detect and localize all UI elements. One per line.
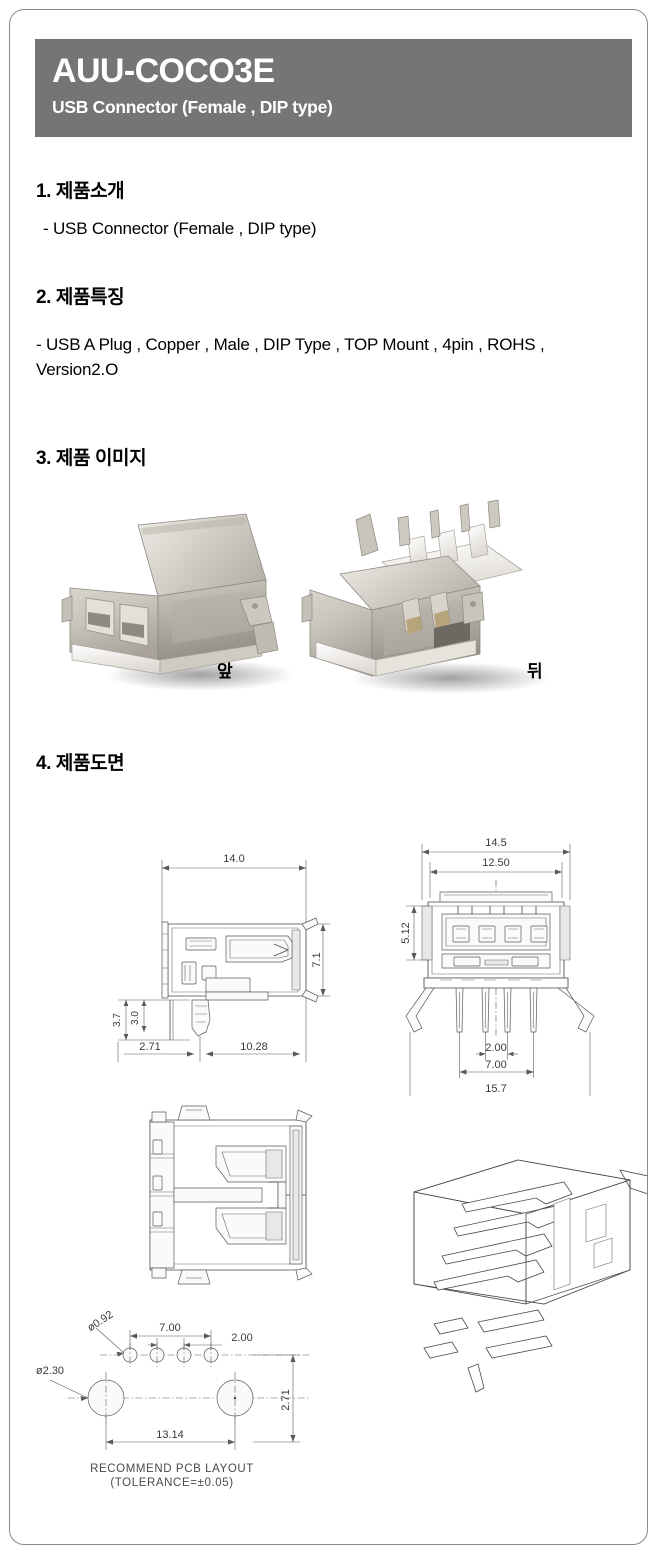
dim-pcb-row-offset: 2.71 (280, 1389, 292, 1410)
section-3-heading: 3. 제품 이미지 (36, 448, 147, 469)
pcb-caption-line-2: (TOLERANCE=±0.05) (110, 1477, 233, 1489)
dim-front-width: 14.5 (485, 837, 506, 849)
drawing-top-view (149, 1105, 313, 1285)
product-photo-back (301, 499, 550, 694)
dim-pcb-pitch: 2.00 (231, 1332, 252, 1344)
section-4-heading: 4. 제품도면 (36, 753, 125, 774)
dim-front-overall: 15.7 (485, 1083, 506, 1095)
drawing-area: 14.0 7.1 (10, 810, 647, 1510)
dim-pcb-hole-large: ø2.30 (36, 1365, 64, 1377)
header-banner: AUU-COCO3E USB Connector (Female , DIP t… (35, 39, 632, 137)
dim-front-inner-width: 12.50 (482, 857, 510, 869)
pcb-caption-line-1: RECOMMEND PCB LAYOUT (90, 1463, 254, 1475)
photo-label-front: 앞 (217, 662, 233, 681)
dim-front-pitch: 2.00 (485, 1042, 506, 1054)
part-number-title: AUU-COCO3E (52, 52, 275, 90)
part-subtitle: USB Connector (Female , DIP type) (52, 97, 333, 117)
dim-pcb-span: 7.00 (159, 1322, 180, 1334)
datasheet-page: AUU-COCO3E USB Connector (Female , DIP t… (9, 9, 648, 1545)
product-photo-front (61, 513, 295, 691)
section-2-features: - USB A Plug , Copper , Male , DIP Type … (36, 335, 545, 379)
dim-side-height: 7.1 (311, 952, 323, 967)
dim-side-body-length: 10.28 (240, 1041, 268, 1053)
drawing-isometric-view (413, 1159, 647, 1393)
drawing-pcb-layout: 7.00 2.00 ø0.92 ø2.30 (36, 1309, 310, 1489)
dim-pcb-hole-small: ø0.92 (85, 1309, 115, 1334)
dim-side-pin-offset: 2.71 (139, 1041, 160, 1053)
dim-side-depth-b: 3.0 (130, 1011, 141, 1025)
photo-label-back: 뒤 (527, 662, 543, 681)
section-1-description: - USB Connector (Female , DIP type) (43, 219, 317, 238)
dim-side-width: 14.0 (223, 853, 244, 865)
dim-front-span: 7.00 (485, 1059, 506, 1071)
dim-front-inner-height: 5.12 (400, 922, 412, 943)
dim-side-depth-a: 3.7 (112, 1013, 123, 1027)
drawing-side-view: 14.0 7.1 (112, 853, 330, 1062)
section-2-heading: 2. 제품특징 (36, 287, 125, 308)
drawing-front-view: 14.5 12.50 (400, 837, 595, 1096)
dim-pcb-hole-span: 13.14 (156, 1429, 184, 1441)
section-1-heading: 1. 제품소개 (36, 181, 125, 202)
product-photo-area (10, 470, 647, 710)
